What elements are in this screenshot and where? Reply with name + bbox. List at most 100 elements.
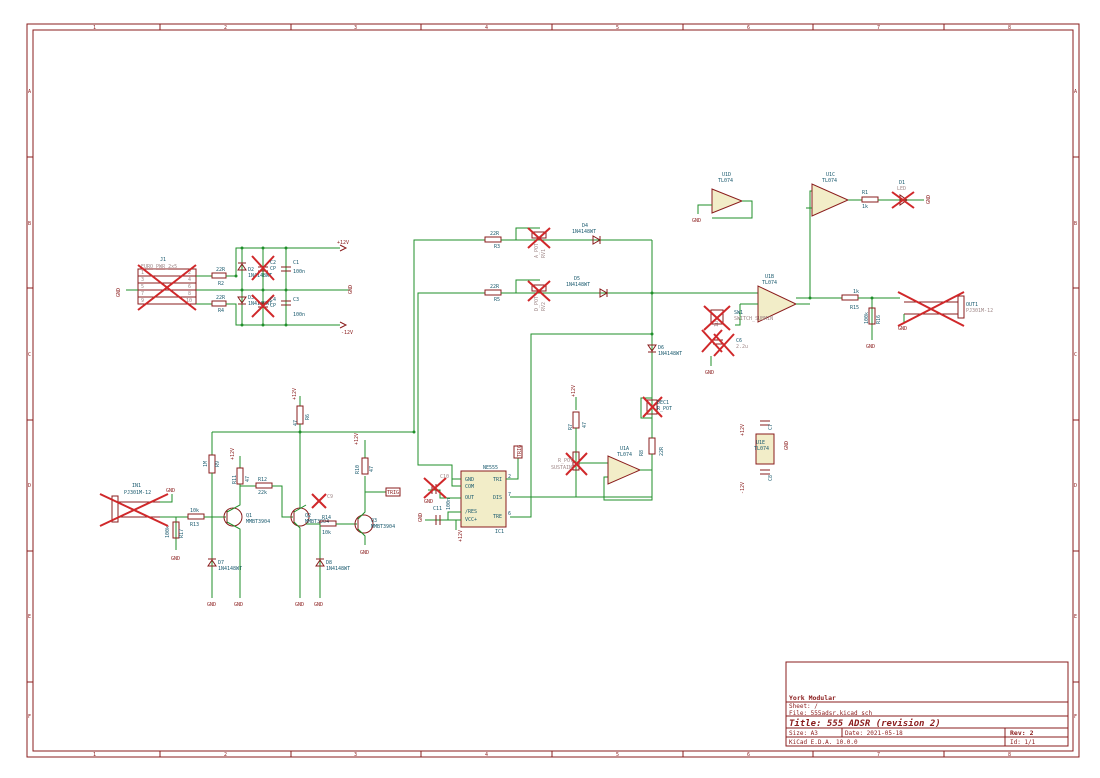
- wire: [160, 494, 173, 503]
- dnp-mark: [99, 493, 169, 527]
- schematic-label: D_POT: [534, 296, 540, 311]
- sustain-section: +12V R7 47 R_POT SUSTAIN U1A TL074: [551, 385, 652, 497]
- schematic-label: 1: [141, 270, 144, 276]
- dnp-mark: [701, 329, 723, 353]
- junction-dot: [240, 246, 244, 250]
- q1-transistor[interactable]: [223, 507, 243, 527]
- schematic-label: SW1: [734, 310, 743, 316]
- row-label: C: [28, 352, 31, 358]
- col-label: 7: [877, 25, 880, 31]
- schematic-label: C2: [270, 260, 276, 266]
- q3-transistor[interactable]: [354, 514, 374, 534]
- schematic-label: 2.2u: [736, 344, 748, 350]
- schematic-label: GND: [424, 499, 433, 505]
- schematic-label: TL074: [718, 178, 733, 184]
- out1-jack[interactable]: [957, 295, 965, 319]
- schematic-label: 100n: [293, 269, 305, 275]
- row-label: B: [1074, 221, 1077, 227]
- r3-resistor[interactable]: [484, 236, 502, 243]
- schematic-label: GND: [418, 513, 424, 522]
- schematic-label: C6: [736, 338, 742, 344]
- u1a-opamp[interactable]: [607, 455, 642, 485]
- schematic-label: C7: [768, 424, 774, 430]
- r15-resistor[interactable]: [841, 294, 859, 301]
- wire: [226, 247, 340, 277]
- dec1-pot[interactable]: [646, 399, 658, 415]
- row-label: B: [28, 221, 31, 227]
- schematic-label: D8: [326, 560, 332, 566]
- u1d-opamp[interactable]: [711, 188, 744, 214]
- u1e-power-unit[interactable]: [755, 433, 775, 465]
- col-label: 1: [93, 752, 96, 758]
- r2-resistor[interactable]: [211, 272, 227, 279]
- schematic-label: C3: [293, 297, 299, 303]
- schematic-label: CP: [270, 303, 276, 309]
- wire: [357, 476, 366, 520]
- schematic-label: 1k: [853, 289, 859, 295]
- r12-resistor[interactable]: [255, 482, 273, 489]
- r5-resistor[interactable]: [484, 289, 502, 296]
- wire: [413, 239, 485, 432]
- in1-jack[interactable]: [111, 495, 119, 523]
- wire: [640, 397, 652, 419]
- r1-resistor[interactable]: [861, 196, 879, 203]
- junction-dot: [261, 246, 265, 250]
- junction-dot: [284, 323, 288, 327]
- schematic-label: 22R: [659, 446, 665, 456]
- schematic-label: 6: [188, 284, 191, 290]
- schematic-label: 3: [141, 277, 144, 283]
- schematic-label: TRIG: [387, 490, 399, 496]
- m12-label: -12V: [341, 330, 353, 336]
- sw1-switch[interactable]: [710, 309, 724, 325]
- schematic-label: 47: [369, 466, 375, 472]
- r8-resistor[interactable]: [648, 437, 656, 455]
- schematic-label: GND: [234, 602, 243, 608]
- size-label: Size: A3: [789, 730, 818, 737]
- schematic-label: U1A: [620, 446, 629, 452]
- schematic-label: GND: [171, 556, 180, 562]
- schematic-label: C10: [440, 474, 449, 480]
- schematic-label: 100n: [446, 498, 452, 510]
- schematic-label: 5: [141, 284, 144, 290]
- j1-value: EURO_PWR_2x5: [141, 264, 177, 270]
- wire: [451, 479, 461, 487]
- schematic-label: R5: [494, 297, 500, 303]
- schematic-label: 1k: [862, 204, 868, 210]
- schematic-label: 7: [508, 492, 511, 498]
- symbol-outline: [237, 263, 247, 271]
- r17-resistor[interactable]: [172, 521, 180, 539]
- u1c-opamp[interactable]: [811, 183, 850, 217]
- r10-resistor[interactable]: [361, 457, 369, 475]
- schematic-label: GND: [360, 550, 369, 556]
- schematic-label: VCC+: [465, 517, 477, 523]
- r13-resistor[interactable]: [187, 513, 205, 520]
- junction-dot: [650, 332, 654, 336]
- ne555-chip[interactable]: [460, 470, 507, 528]
- row-labels-left: A B C D E F: [28, 89, 31, 720]
- schematic-label: D7: [218, 560, 224, 566]
- trig-label-box: [513, 445, 523, 459]
- column-labels-bottom: 1 2 3 4 5 6 7 8: [93, 752, 1011, 758]
- schematic-label: R4: [218, 308, 224, 314]
- dnp-mark: [251, 294, 275, 318]
- r16-resistor[interactable]: [868, 307, 876, 325]
- wire: [272, 485, 293, 518]
- j1-connector[interactable]: [137, 268, 197, 305]
- dnp-mark: [311, 493, 327, 509]
- schematic-label: TL074: [762, 280, 777, 286]
- schematic-label: 47: [245, 476, 251, 482]
- schematic-label: 7: [141, 291, 144, 297]
- schematic-label: R_POT: [657, 406, 672, 412]
- row-label: D: [1074, 483, 1077, 489]
- junction-dot: [240, 288, 244, 292]
- schematic-label: R14: [322, 515, 331, 521]
- schematic-label: LED: [897, 186, 906, 192]
- r4-resistor[interactable]: [211, 300, 227, 307]
- schematic-title: Title: 555 ADSR (revision 2): [789, 718, 941, 729]
- junction-dot: [284, 246, 288, 250]
- schematic-label: 22R: [490, 231, 500, 237]
- schematic-label: R15: [850, 305, 859, 311]
- schematic-label: GND: [866, 344, 875, 350]
- schematic-label: OUT: [465, 495, 474, 501]
- wire: [697, 204, 712, 214]
